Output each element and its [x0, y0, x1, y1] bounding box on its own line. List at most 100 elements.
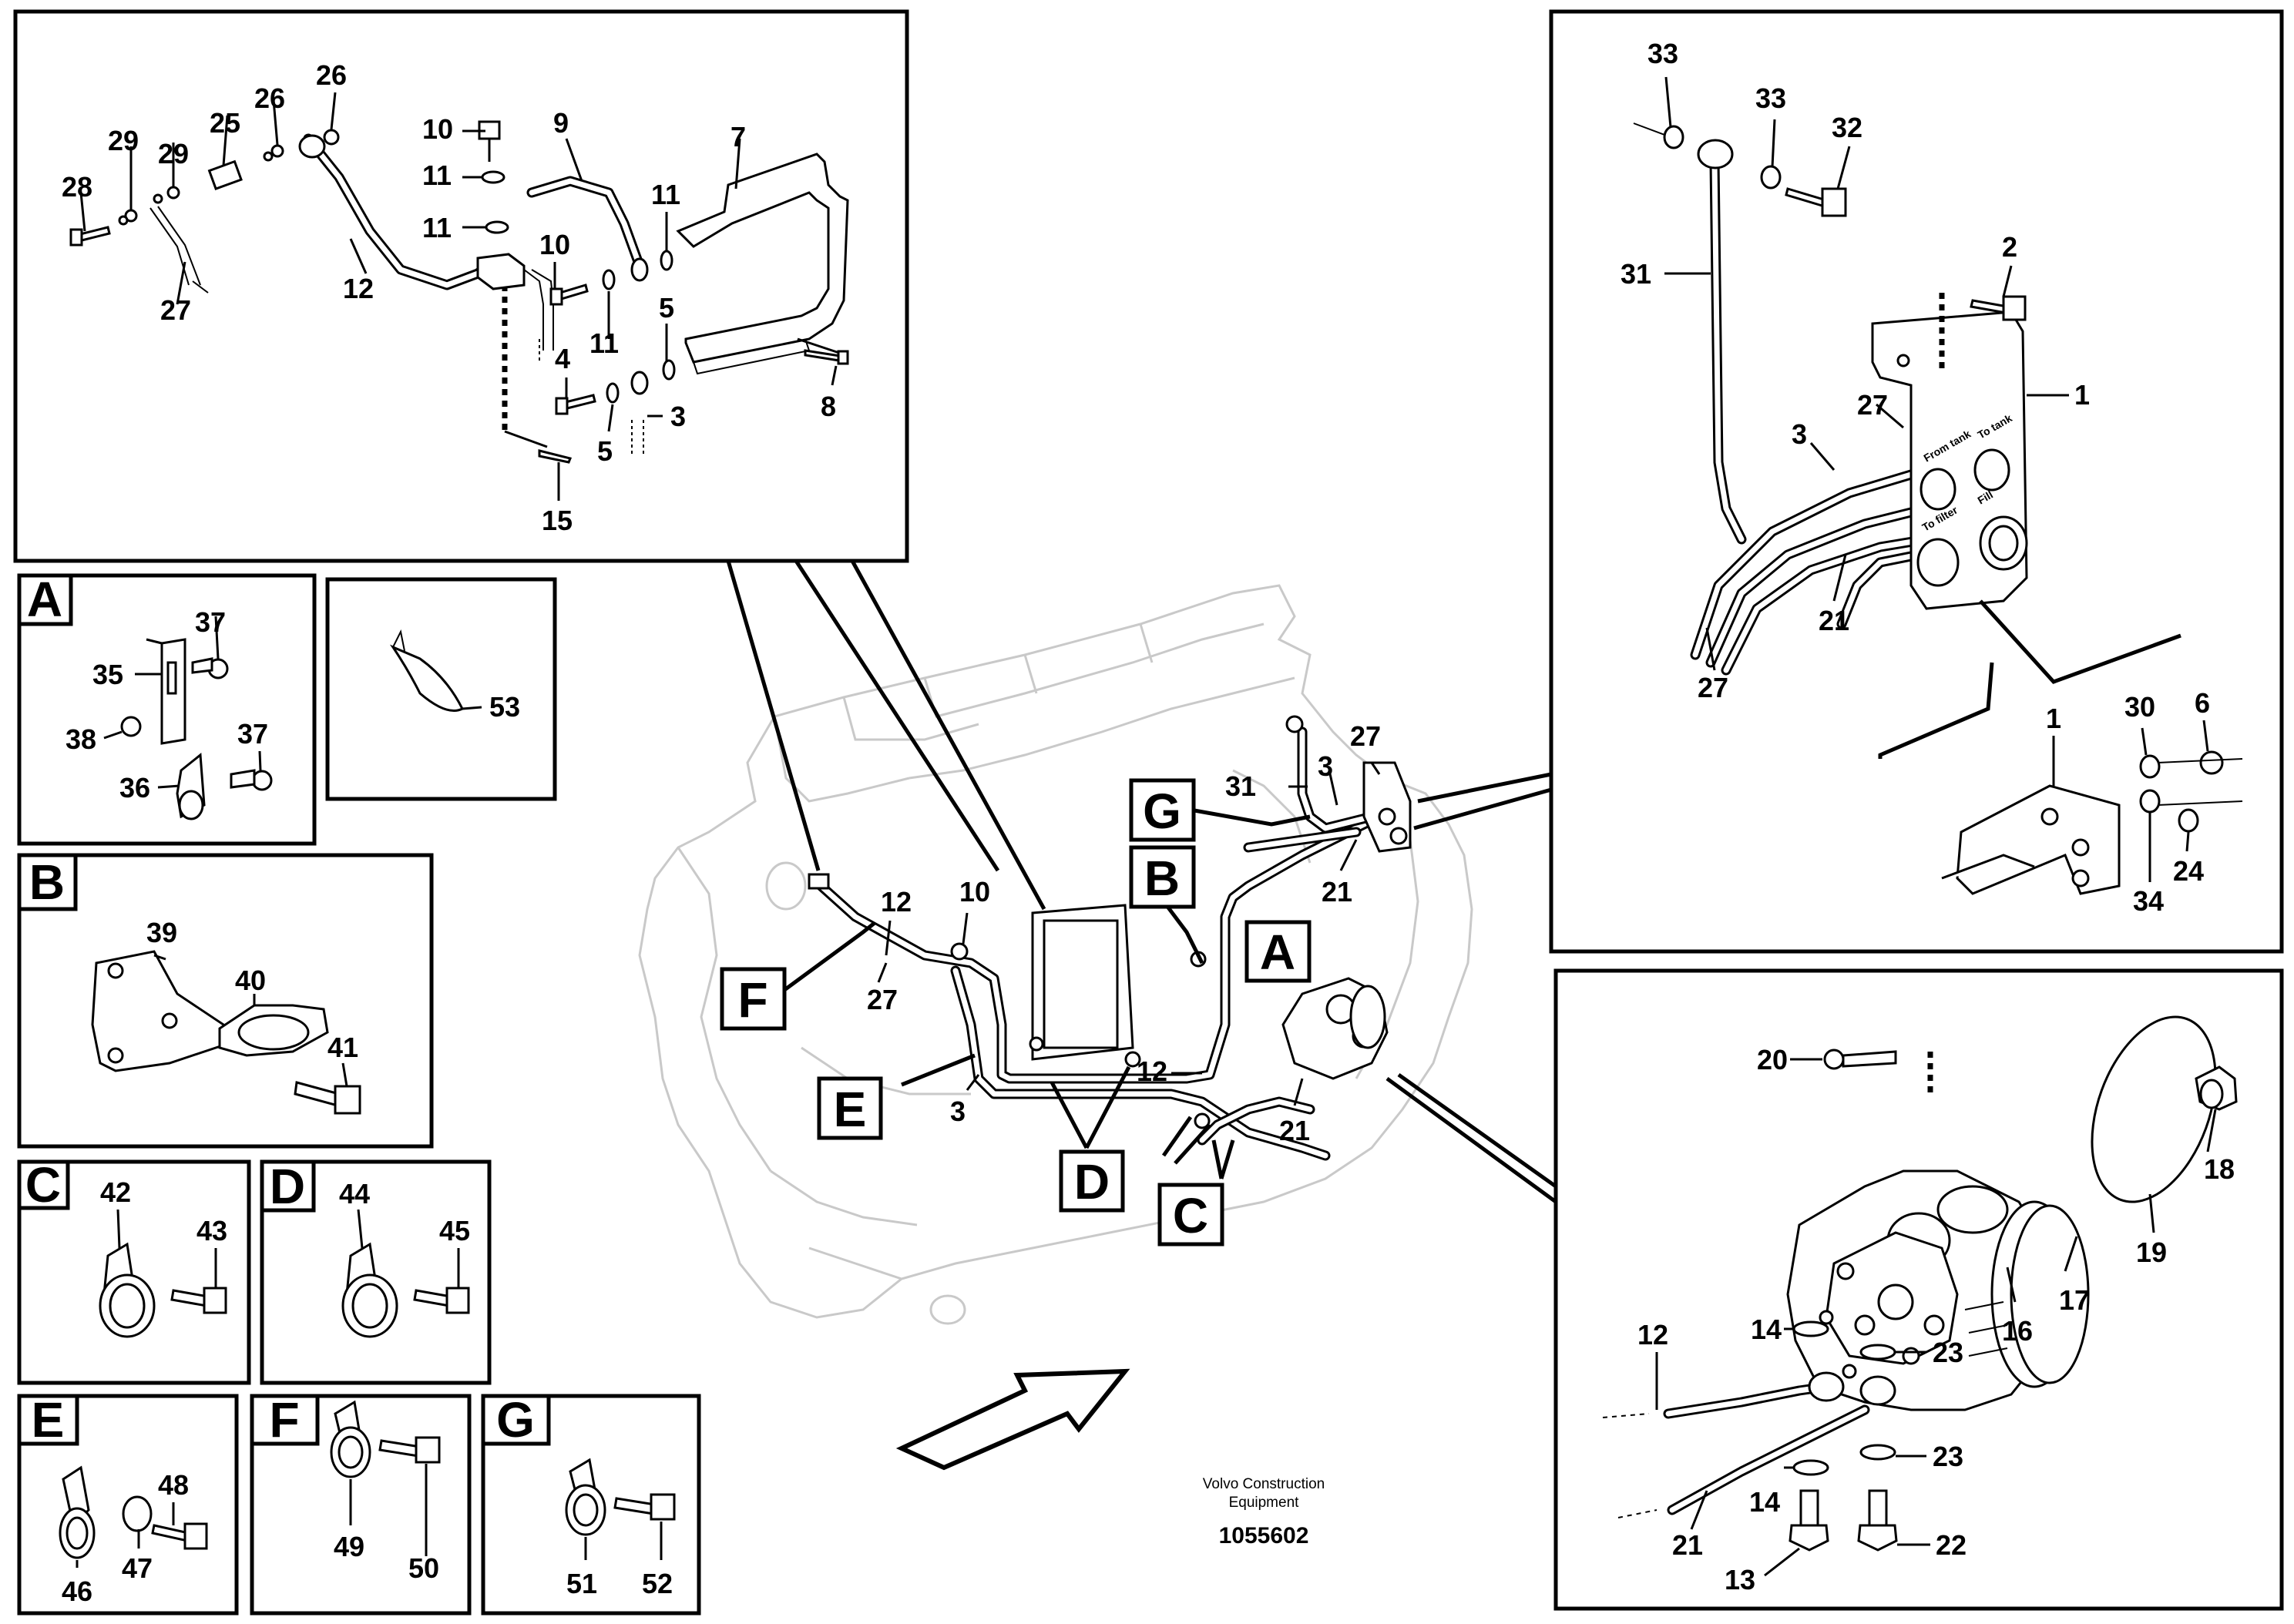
label-kit-43: 43	[196, 1215, 227, 1247]
callout-tags	[17, 573, 1312, 1446]
label-kit-44: 44	[339, 1178, 370, 1210]
label-br-14b: 14	[1749, 1486, 1780, 1518]
label-tl-7: 7	[731, 121, 746, 153]
label-kit-47: 47	[122, 1552, 153, 1584]
label-kit-39: 39	[146, 917, 177, 948]
callout-arrows	[783, 808, 1311, 1179]
tag-e: E	[834, 1082, 867, 1137]
label-br-14a: 14	[1751, 1314, 1782, 1345]
kit-d-letter: D	[270, 1159, 305, 1214]
detail-top-right-labels: 33 33 32 31 2 27 1 3 21 27 1 30 6 34 24	[1621, 38, 2210, 917]
label-tl-9: 9	[553, 107, 569, 139]
label-tr-2: 2	[2002, 231, 2017, 263]
document-number: 1055602	[1219, 1523, 1309, 1549]
label-br-22: 22	[1936, 1529, 1967, 1561]
label-main-21b: 21	[1279, 1115, 1310, 1146]
label-tl-26b: 26	[254, 82, 285, 114]
label-tr-32: 32	[1832, 112, 1862, 143]
label-main-12b: 12	[1137, 1055, 1167, 1087]
label-tl-27: 27	[160, 294, 191, 326]
label-tr-33a: 33	[1647, 38, 1678, 69]
kit-labels: A 37 35 38 37 36 53 B 39 40 41 C 42 43 D…	[25, 572, 673, 1607]
label-kit-51: 51	[566, 1568, 597, 1599]
label-main-12: 12	[881, 886, 912, 918]
label-tl-11a: 11	[422, 159, 452, 191]
detail-top-left-labels: 26 26 25 29 29 28 27 10 11 11 9 7 12 10 …	[62, 59, 836, 536]
label-kit-42: 42	[100, 1176, 131, 1208]
label-br-13: 13	[1725, 1564, 1755, 1595]
label-br-16: 16	[2002, 1315, 2033, 1347]
label-tr-33b: 33	[1755, 82, 1786, 114]
label-tl-29b: 29	[108, 125, 139, 156]
detail-top-right: From tank To tank To filter Fill	[1413, 9, 2284, 954]
label-kit-49: 49	[334, 1531, 364, 1562]
label-br-12: 12	[1637, 1319, 1668, 1351]
label-tr-24: 24	[2173, 855, 2204, 887]
tag-f: F	[737, 972, 767, 1028]
tag-a: A	[1260, 924, 1295, 980]
kit-a-letter: A	[27, 572, 62, 627]
label-main-10: 10	[959, 876, 990, 908]
tag-c: C	[1173, 1188, 1208, 1243]
kit-g-letter: G	[496, 1392, 535, 1448]
label-kit-37a: 37	[195, 606, 226, 638]
detail-bottom-right	[1385, 968, 2284, 1611]
kit-e-letter: E	[32, 1392, 65, 1448]
detail-bottom-right-labels: 20 18 19 17 16 12 14 23 23 14 21 13 22	[1637, 1044, 2235, 1595]
label-tr-30: 30	[2124, 691, 2155, 723]
label-br-20: 20	[1757, 1044, 1788, 1075]
label-kit-38: 38	[65, 723, 96, 755]
label-kit-45: 45	[439, 1215, 470, 1247]
label-main-27: 27	[1350, 720, 1381, 752]
label-br-17: 17	[2059, 1284, 2090, 1316]
tag-g: G	[1143, 783, 1181, 839]
label-kit-46: 46	[62, 1575, 92, 1607]
label-tr-1a: 1	[2074, 379, 2090, 411]
kit-f-letter: F	[269, 1392, 299, 1448]
label-tl-3: 3	[670, 401, 686, 432]
label-tr-6: 6	[2195, 687, 2210, 719]
label-kit-36: 36	[119, 772, 150, 804]
label-tl-5b: 5	[597, 435, 613, 467]
label-br-19: 19	[2136, 1236, 2167, 1268]
label-tl-25: 25	[210, 107, 240, 139]
label-tr-3: 3	[1792, 418, 1807, 450]
label-br-23a: 23	[1933, 1337, 1963, 1368]
label-kit-40: 40	[235, 965, 266, 996]
label-tl-29a: 29	[158, 138, 189, 169]
tag-b: B	[1144, 851, 1180, 906]
label-kit-35: 35	[92, 659, 123, 690]
label-kit-50: 50	[408, 1552, 439, 1584]
label-br-18: 18	[2204, 1153, 2235, 1185]
label-tl-11c: 11	[651, 179, 680, 210]
label-kit-53: 53	[489, 691, 520, 723]
label-kit-37b: 37	[237, 718, 268, 750]
label-tl-5a: 5	[659, 292, 674, 324]
label-tl-11d: 11	[589, 327, 619, 359]
label-main-21: 21	[1322, 876, 1352, 908]
main-view-labels: 31 27 3 21 12 10 27 3 12 21 G B A F E D …	[737, 720, 1381, 1243]
label-main-31: 31	[1225, 770, 1256, 802]
label-br-21: 21	[1672, 1529, 1703, 1561]
label-tl-26a: 26	[316, 59, 347, 91]
kit-boxes	[17, 573, 701, 1616]
kit-c-letter: C	[25, 1157, 61, 1213]
label-tl-10a: 10	[422, 113, 453, 145]
footer-company-line2: Equipment	[1229, 1495, 1300, 1511]
footer: Volvo Construction Equipment 1055602	[1203, 1476, 1325, 1549]
detail-top-left	[13, 9, 1046, 911]
label-tl-8: 8	[821, 391, 836, 422]
label-tl-15: 15	[542, 505, 573, 536]
footer-company-line1: Volvo Construction	[1203, 1476, 1325, 1492]
main-hose-assembly	[808, 715, 1412, 1161]
direction-arrow	[895, 1368, 1130, 1471]
label-kit-48: 48	[158, 1469, 189, 1501]
kit-b-letter: B	[29, 854, 65, 910]
label-br-23b: 23	[1933, 1441, 1963, 1472]
label-kit-41: 41	[327, 1032, 358, 1063]
label-tr-21: 21	[1819, 605, 1849, 636]
label-main-3b: 3	[950, 1096, 966, 1127]
label-kit-52: 52	[642, 1568, 673, 1599]
label-tl-11b: 11	[422, 212, 452, 243]
